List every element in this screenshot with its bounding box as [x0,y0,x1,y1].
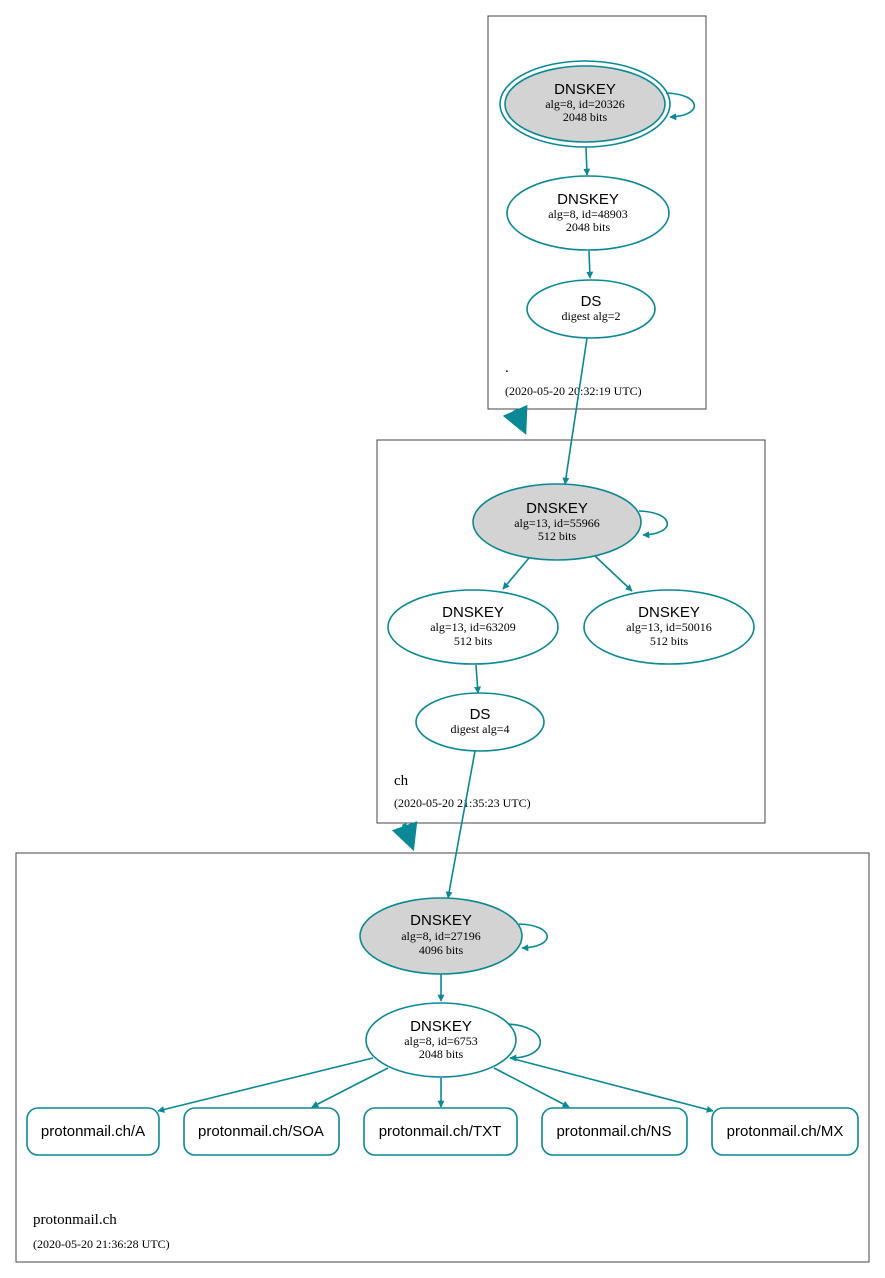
zone-ch-name: ch [394,773,409,789]
rrset-soa-box [183,1107,340,1156]
root-ksk-alg: alg=8, id=20326 [545,97,625,111]
edge-pm-zsk-ns [493,1067,570,1108]
rrset-soa-label: protonmail.ch/SOA [198,1123,324,1140]
rrset-a[interactable]: protonmail.ch/A [26,1107,160,1156]
ch-ksk-ellipse [472,483,642,561]
pm-ksk-ellipse [359,897,523,975]
pm-zsk-title: DNSKEY [410,1018,472,1035]
pm-zsk-node[interactable]: DNSKEY alg=8, id=6753 2048 bits [365,1002,517,1078]
root-ds-title: DS [581,293,602,310]
pm-zsk-ellipse [365,1002,517,1078]
root-ksk-node[interactable]: DNSKEY alg=8, id=20326 2048 bits [499,60,671,148]
ch-zsk1-alg: alg=13, id=63209 [430,620,516,634]
ch-ksk-title: DNSKEY [526,500,588,517]
self-loop-root-ksk [665,92,696,121]
ch-ksk-alg: alg=13, id=55966 [514,516,600,530]
ch-zsk1-ellipse [387,589,559,665]
delegation-arrow-root-ch [502,404,528,435]
edge-ch-ds-pm-ksk [445,750,476,899]
ch-ds-node[interactable]: DS digest alg=4 [415,692,545,752]
rrset-soa[interactable]: protonmail.ch/SOA [183,1107,340,1156]
rrset-txt[interactable]: protonmail.ch/TXT [363,1107,518,1156]
self-loop-pm-zsk [505,1023,541,1062]
rrset-ns[interactable]: protonmail.ch/NS [541,1107,688,1156]
root-zsk-bits: 2048 bits [566,220,611,234]
edge-root-zsk-ds [586,250,594,279]
zone-protonmail: protonmail.ch (2020-05-20 21:36:28 UTC) [15,852,870,1263]
edge-pm-zsk-mx [509,1057,714,1113]
ch-ds-title: DS [470,706,491,723]
pm-zsk-alg: alg=8, id=6753 [404,1034,478,1048]
self-loop-pm-ksk [518,923,548,952]
pm-ksk-title: DNSKEY [410,912,472,929]
zone-protonmail-timestamp: (2020-05-20 21:36:28 UTC) [33,1237,170,1251]
ch-zsk2-node[interactable]: DNSKEY alg=13, id=50016 512 bits [583,589,755,665]
rrset-mx-box [711,1107,859,1156]
pm-ksk-node[interactable]: DNSKEY alg=8, id=27196 4096 bits [359,897,523,975]
root-zsk-node[interactable]: DNSKEY alg=8, id=48903 2048 bits [506,175,670,251]
edge-pm-zsk-soa [311,1067,389,1108]
rrset-txt-box [363,1107,518,1156]
zone-protonmail-box [15,852,870,1263]
root-ds-node[interactable]: DS digest alg=2 [526,279,656,339]
zone-root-box [487,15,707,410]
root-ksk-outer-ring [499,60,671,148]
edge-root-ksk-zsk [583,146,591,176]
ch-zsk1-title: DNSKEY [442,604,504,621]
zone-ch-timestamp: (2020-05-20 21:35:23 UTC) [394,796,531,810]
ch-zsk1-bits: 512 bits [454,634,493,648]
rrset-a-box [26,1107,160,1156]
ch-zsk2-title: DNSKEY [638,604,700,621]
root-zsk-ellipse [506,175,670,251]
delegation-arrow-ch-protonmail [391,821,418,852]
root-ksk-title: DNSKEY [554,81,616,98]
root-zsk-alg: alg=8, id=48903 [548,207,628,221]
edge-ch-ksk-zsk2 [594,555,633,592]
ch-ds-digest: digest alg=4 [450,722,509,736]
root-ds-ellipse [526,279,656,339]
pm-ksk-bits: 4096 bits [419,943,464,957]
ch-zsk2-alg: alg=13, id=50016 [626,620,712,634]
rrset-ns-box [541,1107,688,1156]
rrset-ns-label: protonmail.ch/NS [556,1123,671,1140]
rrset-a-label: protonmail.ch/A [41,1123,145,1140]
ch-ksk-bits: 512 bits [538,529,577,543]
ch-ds-ellipse [415,692,545,752]
edge-ch-zsk1-ds [474,664,482,694]
edges [157,92,714,1113]
root-zsk-title: DNSKEY [557,191,619,208]
pm-zsk-bits: 2048 bits [419,1047,464,1061]
edge-root-ds-ch-ksk [562,337,588,485]
edge-ch-ksk-zsk1 [502,557,530,590]
root-ksk-bits: 2048 bits [563,110,608,124]
edge-pm-zsk-a [157,1057,374,1113]
rrset-mx[interactable]: protonmail.ch/MX [711,1107,859,1156]
ch-ksk-node[interactable]: DNSKEY alg=13, id=55966 512 bits [472,483,642,561]
ch-zsk2-bits: 512 bits [650,634,689,648]
ch-zsk1-node[interactable]: DNSKEY alg=13, id=63209 512 bits [387,589,559,665]
zone-root-timestamp: (2020-05-20 20:32:19 UTC) [505,384,642,398]
root-ds-digest: digest alg=2 [561,309,620,323]
ch-zsk2-ellipse [583,589,755,665]
rrset-txt-label: protonmail.ch/TXT [379,1123,502,1140]
self-loop-ch-ksk [638,510,669,539]
zone-protonmail-name: protonmail.ch [33,1212,117,1228]
zone-root: . (2020-05-20 20:32:19 UTC) [487,15,707,410]
rrset-mx-label: protonmail.ch/MX [727,1123,844,1140]
pm-ksk-alg: alg=8, id=27196 [401,929,481,943]
root-ksk-ellipse [504,65,666,143]
zone-root-name: . [505,360,509,376]
